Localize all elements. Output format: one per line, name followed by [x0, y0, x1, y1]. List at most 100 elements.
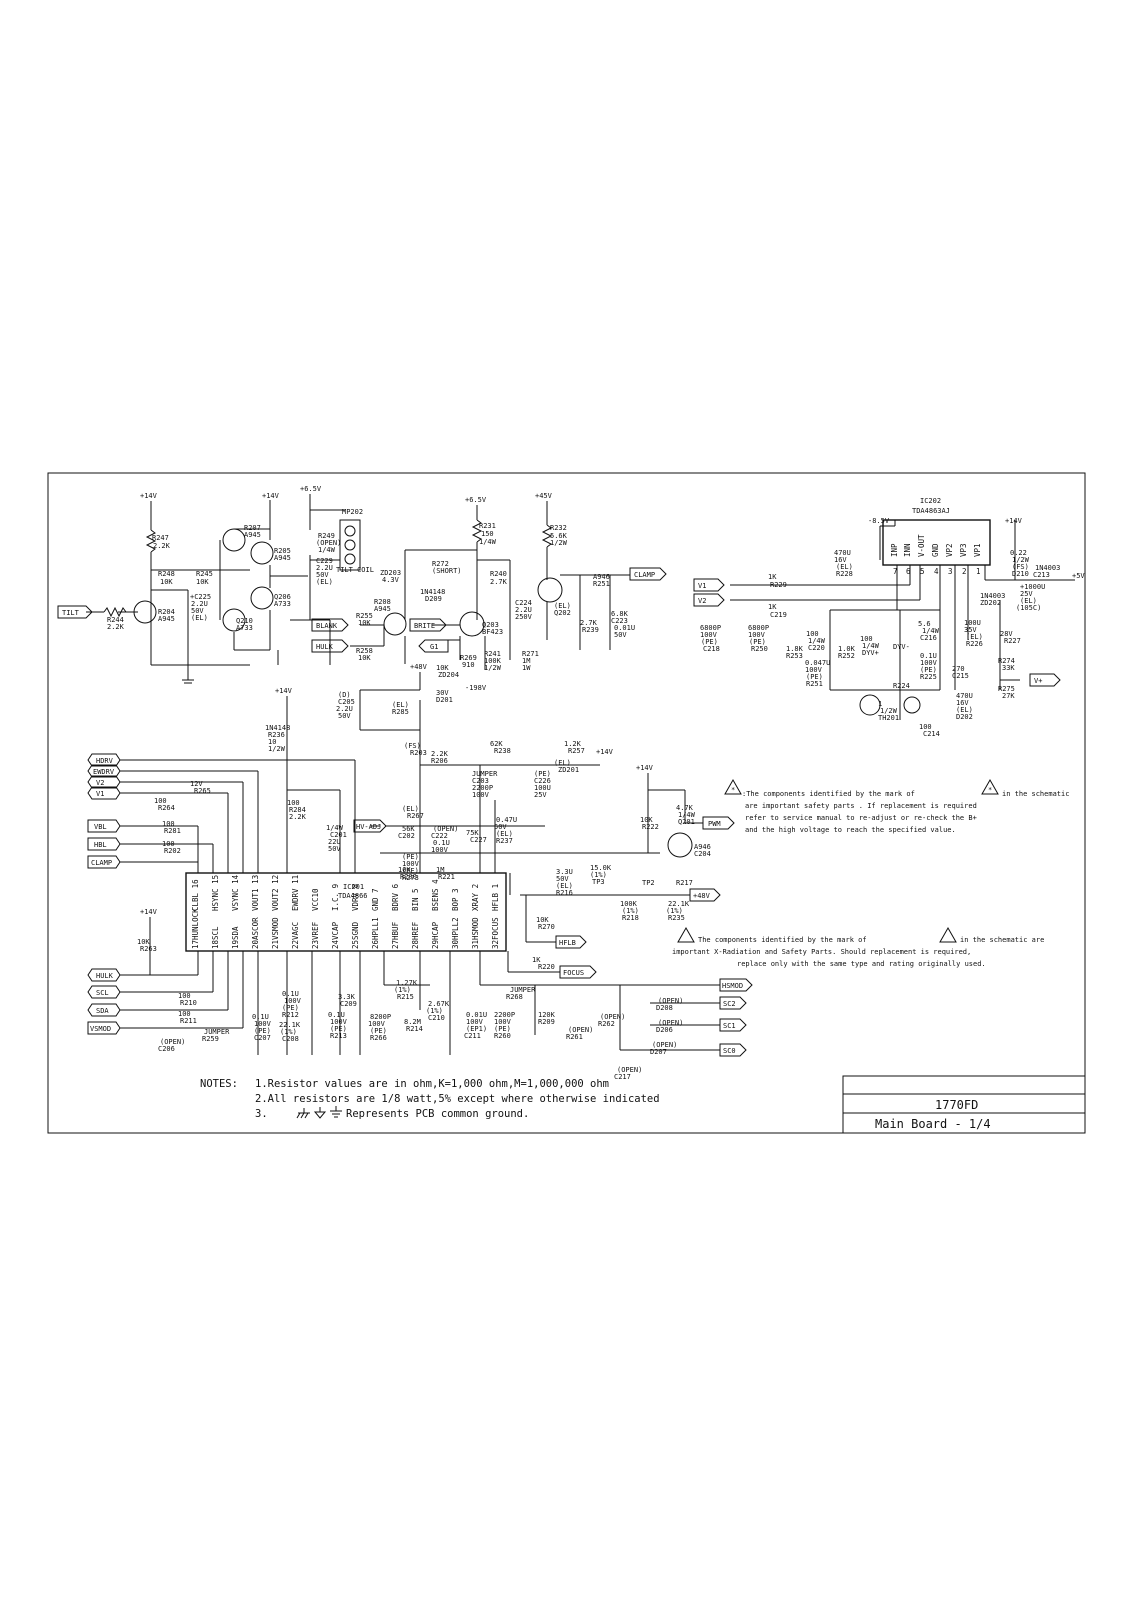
- ic201-pin-label: GND 7: [371, 888, 380, 911]
- component-label: R245: [196, 570, 213, 578]
- component-label: (PE): [534, 770, 551, 778]
- component-label: R215: [397, 993, 414, 1001]
- component-label: 270: [952, 665, 965, 673]
- component-label: 100: [178, 1010, 191, 1018]
- component-label: 2.7K: [490, 578, 508, 586]
- port-v2: V2: [96, 779, 104, 787]
- component-label: 0.047U: [805, 659, 830, 667]
- xray-line-2: in the schematic are: [960, 936, 1044, 944]
- component-label: 100V: [402, 860, 420, 868]
- rail-label: +48V: [410, 663, 428, 671]
- port-v1: V1: [96, 790, 104, 798]
- component-label: R211: [180, 1017, 197, 1025]
- component-label: 1/4W: [678, 811, 696, 819]
- ic201-pin-label: 28HREF: [411, 921, 420, 949]
- rail-label: +5V: [1072, 572, 1085, 580]
- ic201-pin-label: VSYNC 14: [231, 874, 240, 911]
- ic201-pin-label: 24VCAP: [331, 921, 340, 949]
- component-label: C218: [703, 645, 720, 653]
- component-label: 22.1K: [668, 900, 690, 908]
- component-label: (OPEN): [658, 997, 683, 1005]
- port-ewdrv: EWDRV: [93, 768, 115, 776]
- component-label: 35V: [964, 626, 977, 634]
- component-label: D206: [656, 1026, 673, 1034]
- component-label: 0.01U: [614, 624, 635, 632]
- ic201-pin-label: 26HPLL1: [371, 917, 380, 949]
- component-label: 1K: [768, 603, 777, 611]
- port-vbl: VBL: [94, 823, 107, 831]
- component-label: C204: [694, 850, 711, 858]
- component-label: 1K: [768, 573, 777, 581]
- svg-text:7: 7: [893, 567, 898, 576]
- component-label: A945: [244, 531, 261, 539]
- component-label: 120K: [538, 1011, 556, 1019]
- component-label: R261: [566, 1033, 583, 1041]
- component-label: JUMPER: [510, 986, 536, 994]
- component-label: C209: [340, 1000, 357, 1008]
- component-label: A945: [158, 615, 175, 623]
- ic201-pin-label: EWDRV 11: [291, 875, 300, 911]
- component-label: 1/4W: [479, 538, 497, 546]
- svg-text:VP1: VP1: [973, 543, 982, 557]
- component-label: TILT-COIL: [336, 566, 374, 574]
- component-label: (PE): [402, 867, 419, 875]
- component-label: R272: [432, 560, 449, 568]
- component-label: R235: [668, 914, 685, 922]
- component-label: (1%): [426, 1007, 443, 1015]
- component-label: A945: [274, 554, 291, 562]
- component-label: 1M: [522, 657, 530, 665]
- component-label: 100V: [920, 659, 938, 667]
- component-label: R216: [556, 889, 573, 897]
- component-label: 6.8K: [611, 610, 629, 618]
- safety-line-3: are important safety parts . If replacem…: [745, 802, 977, 810]
- component-label: R203: [410, 749, 427, 757]
- component-label: A733: [236, 624, 253, 632]
- component-label: Q210: [236, 617, 253, 625]
- note-line-1: 1.Resistor values are in ohm,K=1,000 ohm…: [255, 1078, 609, 1090]
- component-label: ZD202: [980, 599, 1001, 607]
- component-label: 4.3V: [382, 576, 400, 584]
- component-label: R236: [268, 731, 285, 739]
- component-label: C216: [920, 634, 937, 642]
- xray-line-3: important X-Radiation and Safety Parts. …: [672, 948, 971, 956]
- component-label: 0.1U: [328, 1011, 345, 1019]
- component-label: 1N4003: [980, 592, 1005, 600]
- ic201-pin-label: 21VSMOD: [271, 917, 280, 949]
- component-label: 25V: [534, 791, 547, 799]
- ic201-pin-label: 27HBUF: [391, 921, 400, 949]
- ic201-pin-label: BSENS 4: [431, 879, 440, 911]
- ic201-pin-label: BDRV 6: [391, 883, 400, 911]
- component-label: R260: [494, 1032, 511, 1040]
- svg-text:VP2: VP2: [945, 543, 954, 557]
- component-label: 1.27K: [396, 979, 418, 987]
- component-label: C207: [254, 1034, 271, 1042]
- component-label: 15.0K: [590, 864, 612, 872]
- component-label: 100U: [534, 784, 551, 792]
- component-label: C203: [472, 777, 489, 785]
- component-label: R252: [838, 652, 855, 660]
- component-label: 1M: [436, 866, 444, 874]
- rail-label: +45V: [535, 492, 553, 500]
- component-label: 1.8K: [786, 645, 804, 653]
- component-label: TH201: [878, 714, 899, 722]
- component-label: (OPEN): [658, 1019, 683, 1027]
- component-label: 6800P: [700, 624, 721, 632]
- component-label: 50V: [338, 712, 351, 720]
- component-label: C205: [338, 698, 355, 706]
- component-label: R281: [164, 827, 181, 835]
- component-label: C206: [158, 1045, 175, 1053]
- component-label: R225: [920, 673, 937, 681]
- component-label: (SHORT): [432, 567, 462, 575]
- ic201-pin-label: 18SCL: [211, 926, 220, 949]
- component-label: 2.2U: [316, 564, 333, 572]
- component-label: 2.2U: [515, 606, 532, 614]
- blank-brite-circuit: +6.5V -198V: [350, 496, 511, 692]
- component-label: C210: [428, 1014, 445, 1022]
- component-label: 33K: [1002, 664, 1015, 672]
- component-label: 25V: [1020, 590, 1033, 598]
- port-hvadj: HV-ADJ: [356, 823, 381, 831]
- port-hdrv: HDRV: [96, 757, 114, 765]
